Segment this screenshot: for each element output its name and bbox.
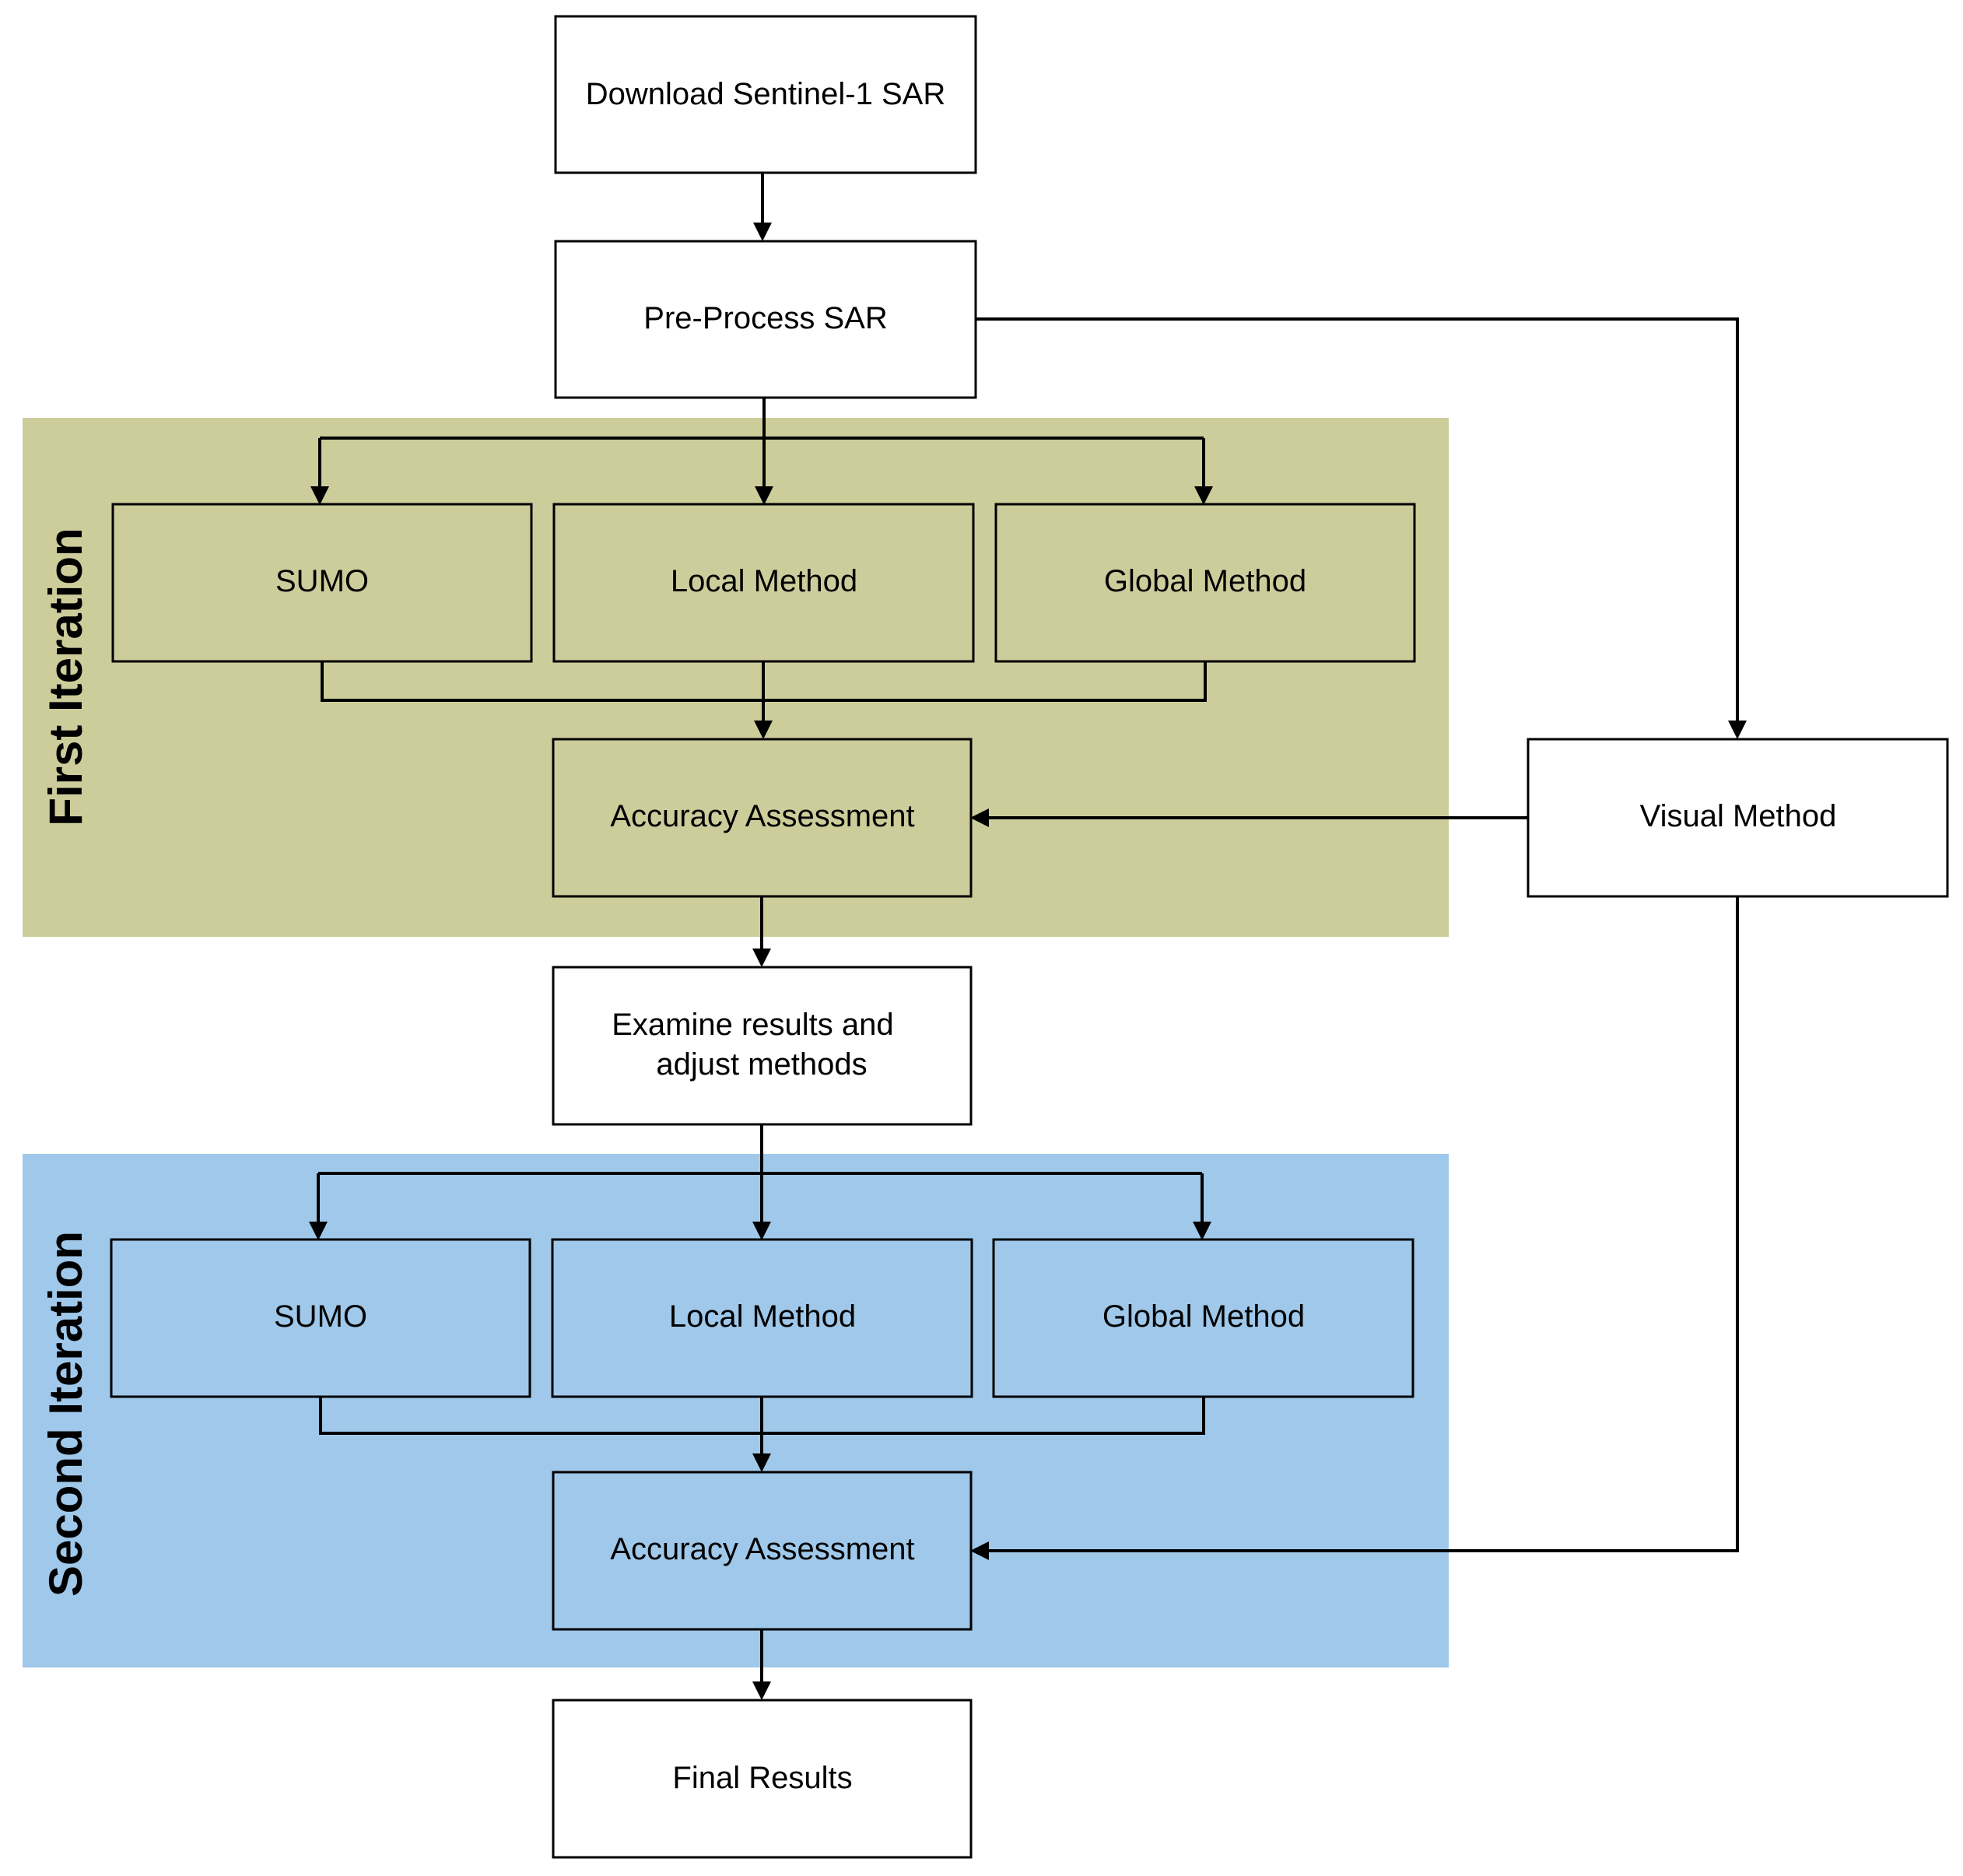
accuracy-2-label: Accuracy Assessment [610, 1532, 914, 1566]
node-sumo-2: SUMO [110, 1238, 531, 1398]
node-accuracy-2: Accuracy Assessment [552, 1471, 973, 1631]
node-accuracy-1: Accuracy Assessment [552, 738, 973, 898]
arrow-preprocess-to-visual [976, 317, 1747, 739]
node-preprocess: Pre-Process SAR [554, 240, 977, 399]
node-global-2: Global Method [992, 1238, 1414, 1398]
sumo-1-label: SUMO [275, 564, 369, 598]
global-2-label: Global Method [1102, 1299, 1305, 1334]
node-examine: Examine results and adjust methods [552, 966, 973, 1126]
final-label: Final Results [672, 1761, 852, 1795]
node-global-1: Global Method [994, 503, 1416, 663]
arrow-visual-to-accuracy-2 [970, 896, 1739, 1560]
local-2-label: Local Method [669, 1299, 856, 1334]
node-download: Download Sentinel-1 SAR [554, 15, 977, 174]
second-iteration-label: Second Iteration [40, 1231, 92, 1597]
local-1-label: Local Method [671, 564, 857, 598]
connectors [309, 173, 1747, 1700]
global-1-label: Global Method [1104, 564, 1306, 598]
accuracy-1-label: Accuracy Assessment [610, 799, 914, 833]
examine-label-line-2: adjust methods [656, 1047, 867, 1082]
first-iteration-label: First Iteration [40, 528, 92, 826]
preprocess-label: Pre-Process SAR [643, 301, 887, 335]
visual-label: Visual Method [1640, 799, 1837, 833]
examine-label-line-1: Examine results and [612, 1008, 893, 1042]
node-visual: Visual Method [1527, 738, 1949, 898]
node-sumo-1: SUMO [111, 503, 533, 663]
node-local-1: Local Method [552, 503, 975, 663]
node-local-2: Local Method [551, 1238, 973, 1398]
sumo-2-label: SUMO [274, 1299, 367, 1334]
node-final: Final Results [552, 1699, 973, 1859]
download-label: Download Sentinel-1 SAR [586, 77, 945, 111]
examine-label: Examine results and adjust methods [612, 1008, 903, 1082]
